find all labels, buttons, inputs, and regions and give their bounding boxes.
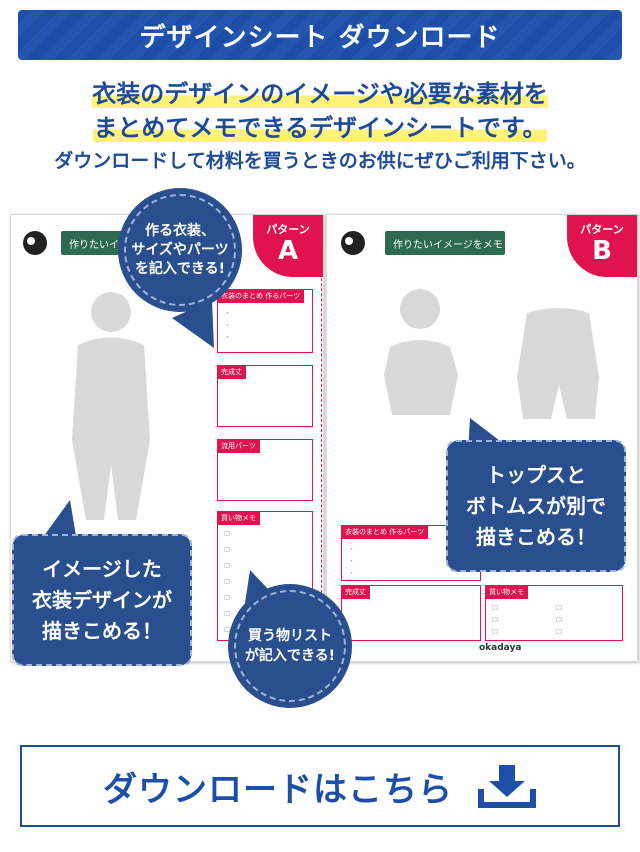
sheet-b-memo-length: 完成丈 [341, 585, 481, 641]
callout-tops-bottoms: トップスと ボトムスが別で 描きこめる！ [446, 440, 626, 572]
lead-line-2: まとめてメモできるデザインシートです。 [93, 114, 547, 142]
header-banner: デザインシート ダウンロード [18, 10, 622, 60]
page-title: デザインシート ダウンロード [139, 22, 501, 53]
sheet-b-tops-figure [384, 289, 458, 415]
sheet-b: 作りたいイメージをメモ パターン B 衣装のまとめ 作るパーツ ・・・ 完成丈 … [326, 214, 638, 662]
sheet-a-figure [72, 292, 150, 520]
download-button-label: ダウンロードはこちら [103, 769, 453, 810]
callout-shopping: 買う物リスト が記入できる! [228, 584, 352, 708]
download-button[interactable]: ダウンロードはこちら [20, 745, 620, 827]
sheet-b-bottoms-figure [517, 308, 599, 419]
mascot-icon [23, 231, 47, 255]
sheet-divider [321, 223, 322, 653]
sheet-a-memo-parts: 衣装のまとめ 作るパーツ ・・・ [217, 289, 313, 353]
sheet-a-pattern-badge: パターン A [253, 215, 323, 277]
sheet-b-tag: 作りたいイメージをメモ [385, 231, 505, 255]
sheet-b-memo-shopping: 買い物メモ ☐☐☐ ☐☐☐ [485, 585, 623, 641]
callout-parts: 作る衣装、 サイズやパーツ を記入できる! [118, 188, 242, 312]
callout-image: イメージした 衣装デザインが 描きこめる！ [12, 534, 192, 666]
sheet-a-memo-reuse: 流用パーツ [217, 439, 313, 501]
download-icon [478, 765, 536, 808]
okadaya-logo: okadaya [479, 643, 522, 653]
sheet-b-pattern-badge: パターン B [567, 215, 637, 277]
sheet-a-memo-length: 完成丈 [217, 365, 313, 427]
lead-line-1: 衣装のデザインのイメージや必要な素材を [92, 80, 548, 108]
lead-line-3: ダウンロードして材料を買うときのお供にぜひご利用下さい。 [54, 150, 586, 172]
mascot-icon [341, 231, 365, 255]
